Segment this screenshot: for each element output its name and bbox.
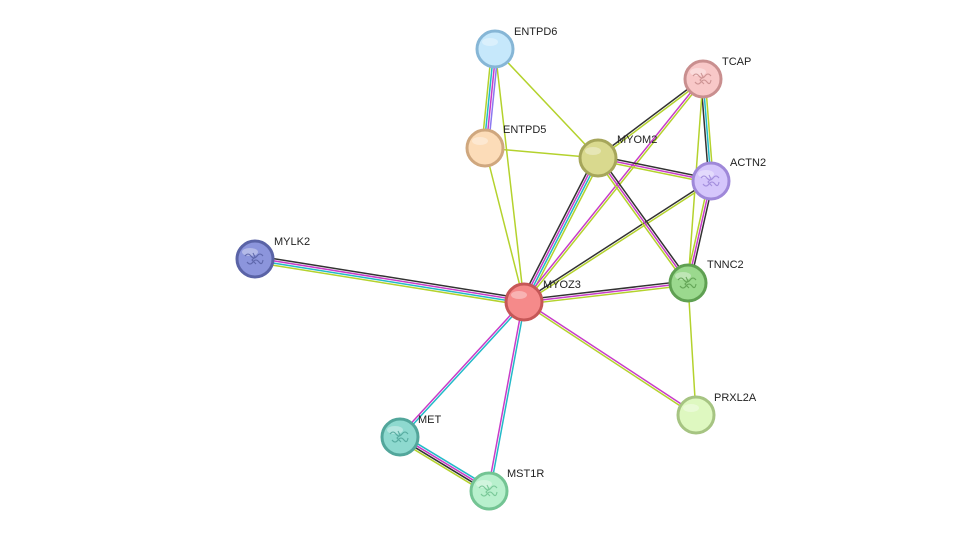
node-myom2[interactable]: MYOM2 [578,134,657,178]
node-circle [475,29,515,69]
protein-structure-icon [389,430,409,443]
edge-line-experiments [487,301,524,492]
node-mylk2[interactable]: MYLK2 [235,236,310,279]
edge-line-experiments [398,300,524,438]
edge-line-coexpression [520,155,596,302]
node-highlight [585,147,601,155]
edge-myom2-tnnc2[interactable] [595,155,691,286]
edge-line-database [489,301,526,492]
edge-line-textmining [597,79,705,160]
edge-entpd6-myom2[interactable] [494,48,599,159]
node-label: MET [418,414,442,426]
node-circle [683,59,723,99]
node-label: PRXL2A [714,392,757,404]
edges-layer [253,47,714,495]
edge-line-database [254,259,525,304]
edge-line-textmining [523,181,713,304]
node-highlight [683,404,699,412]
node-entpd6[interactable]: ENTPD6 [475,26,557,69]
edge-myoz3-entpd6[interactable] [494,48,525,303]
edge-line-experiments [523,300,698,415]
edge-line-textmining [494,48,525,303]
edge-myoz3-myom2[interactable] [520,155,602,305]
edge-line-textmining [494,48,599,159]
edge-myoz3-met[interactable] [398,300,526,439]
edge-line-experiments [597,157,689,284]
edge-line-textmining [526,158,602,305]
node-circle [380,417,420,457]
node-actn2[interactable]: ACTN2 [691,157,766,201]
protein-structure-icon [244,252,264,265]
edge-line-coexpression [522,179,712,302]
edge-line-coexpression [599,155,691,283]
node-entpd5[interactable]: ENTPD5 [465,124,546,168]
edge-myoz3-prxl2a[interactable] [522,300,698,417]
edge-line-experiments [523,282,689,303]
node-circle [235,239,275,279]
edge-line-coexpression [254,254,526,300]
node-tcap[interactable]: TCAP [683,56,751,99]
node-highlight [511,291,527,299]
edge-line-database [524,157,600,304]
protein-structure-icon [700,174,720,187]
node-circle [504,282,544,322]
protein-structure-icon [478,484,498,497]
edge-myoz3-mst1r[interactable] [487,301,526,492]
edge-myoz3-actn2[interactable] [522,179,713,304]
edge-line-textmining [522,302,697,417]
node-highlight [482,38,498,46]
node-circle [691,161,731,201]
node-highlight [472,137,488,145]
protein-structure-icon [677,276,697,289]
node-label: TNNC2 [707,259,744,271]
edge-myoz3-tnnc2[interactable] [522,280,690,305]
edge-line-coexpression [522,280,689,301]
edge-line-database [400,301,526,439]
edge-line-coexpression [596,77,704,158]
edge-line-experiments [254,257,525,302]
edge-line-textmining [253,261,525,307]
edge-line-textmining [524,78,705,304]
edge-myom2-tcap[interactable] [596,77,705,160]
node-circle [465,128,505,168]
edge-line-textmining [687,282,697,416]
protein-structure-icon [692,72,712,85]
node-label: MYLK2 [274,236,310,248]
node-label: ACTN2 [730,157,766,169]
edge-myoz3-entpd5[interactable] [484,147,525,303]
node-circle [469,471,509,511]
edge-line-textmining [523,284,690,305]
edge-line-experiments [522,156,598,303]
edge-line-textmining [484,147,525,303]
node-label: ENTPD6 [514,26,557,38]
node-label: MYOZ3 [543,279,581,291]
node-met[interactable]: MET [380,414,442,457]
node-label: TCAP [722,56,751,68]
edge-tnnc2-prxl2a[interactable] [687,282,697,416]
node-prxl2a[interactable]: PRXL2A [676,392,757,435]
edge-myoz3-mylk2[interactable] [253,254,526,307]
node-label: MST1R [507,468,544,480]
edge-myoz3-tcap[interactable] [522,77,705,304]
node-circle [578,138,618,178]
node-circle [668,263,708,303]
node-circle [676,395,716,435]
node-label: ENTPD5 [503,124,546,136]
node-label: MYOM2 [617,134,657,146]
node-mst1r[interactable]: MST1R [469,468,544,511]
edge-line-experiments [522,77,703,303]
node-myoz3[interactable]: MYOZ3 [504,279,581,322]
node-tnnc2[interactable]: TNNC2 [668,259,744,303]
edge-line-textmining [595,158,687,286]
